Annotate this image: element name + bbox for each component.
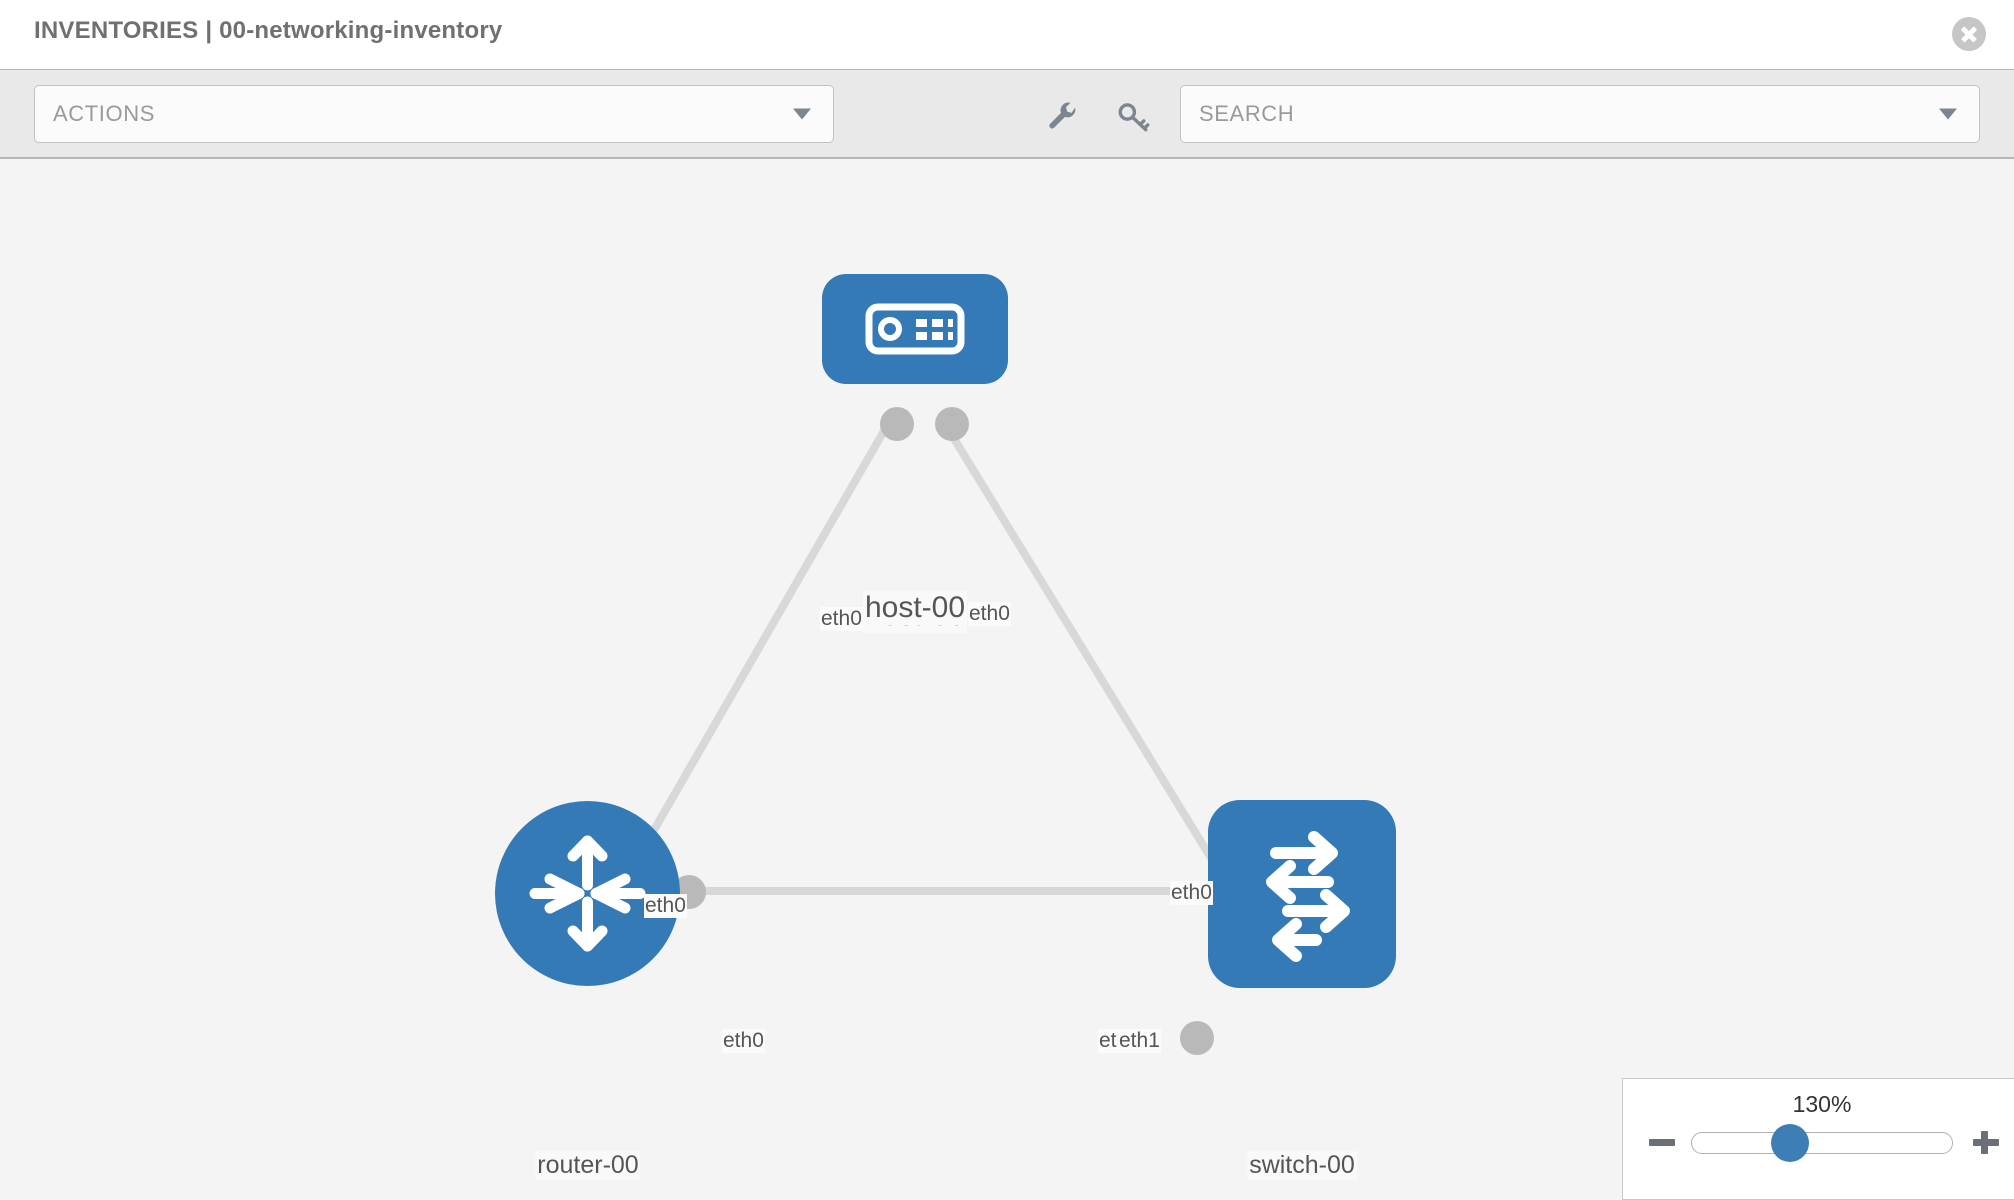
edge-label-host-left: eth0	[820, 607, 863, 631]
node-router-00-label: router-00	[535, 1151, 641, 1180]
zoom-slider-handle[interactable]	[1771, 1124, 1809, 1162]
node-switch-00[interactable]	[1208, 800, 1396, 988]
page-header: INVENTORIES | 00-networking-inventory	[0, 0, 2014, 69]
link-host-router	[616, 422, 892, 891]
node-switch-00-label: switch-00	[1247, 1151, 1357, 1180]
search-input[interactable]: SEARCH	[1180, 85, 1980, 143]
close-icon[interactable]	[1952, 17, 1986, 51]
router-icon	[529, 835, 646, 952]
zoom-out-button[interactable]	[1647, 1127, 1677, 1157]
interface-nub-host-left[interactable]	[880, 407, 914, 441]
actions-dropdown-label: ACTIONS	[53, 101, 155, 126]
chevron-down-icon	[1939, 108, 1957, 120]
zoom-slider-track[interactable]	[1691, 1132, 1953, 1154]
plus-icon-vertical	[1980, 1131, 1988, 1154]
toolbar: ACTIONS SEARCH	[0, 69, 2014, 159]
wrench-icon[interactable]	[1046, 100, 1080, 134]
zoom-in-button[interactable]	[1971, 1127, 2001, 1157]
node-router-00-shape	[495, 801, 680, 986]
actions-dropdown[interactable]: ACTIONS	[34, 85, 834, 143]
switch-icon	[1266, 831, 1350, 962]
topology-links	[616, 421, 1234, 895]
key-icon[interactable]	[1116, 100, 1150, 134]
edge-label-router-up: eth0	[644, 894, 687, 918]
edge-label-host-right: eth0	[968, 602, 1011, 626]
search-placeholder: SEARCH	[1199, 101, 1295, 126]
node-host-00-caption: host-00	[862, 591, 968, 625]
edge-label-switch-up: eth0	[1170, 881, 1213, 905]
edge-label-router-right: eth0	[722, 1029, 765, 1053]
zoom-control: 130%	[1622, 1078, 2014, 1200]
minus-icon	[1649, 1139, 1675, 1146]
node-switch-00-shape	[1208, 800, 1396, 988]
node-router-00[interactable]	[495, 801, 680, 986]
server-icon	[865, 303, 965, 355]
node-host-00-shape	[822, 274, 1008, 384]
topology-canvas[interactable]: host-00 host-00 eth0 eth0	[0, 159, 2014, 1200]
zoom-percent-label: 130%	[1792, 1091, 1852, 1117]
link-host-switch	[941, 421, 1234, 892]
interface-nub-switch-left[interactable]	[1180, 1021, 1214, 1055]
interface-nub-host-right[interactable]	[935, 407, 969, 441]
edge-label-switch-left-front: eth1	[1118, 1029, 1161, 1053]
chevron-down-icon	[793, 108, 811, 120]
page-title: INVENTORIES | 00-networking-inventory	[34, 17, 503, 44]
node-host-00[interactable]: host-00	[822, 274, 1008, 633]
